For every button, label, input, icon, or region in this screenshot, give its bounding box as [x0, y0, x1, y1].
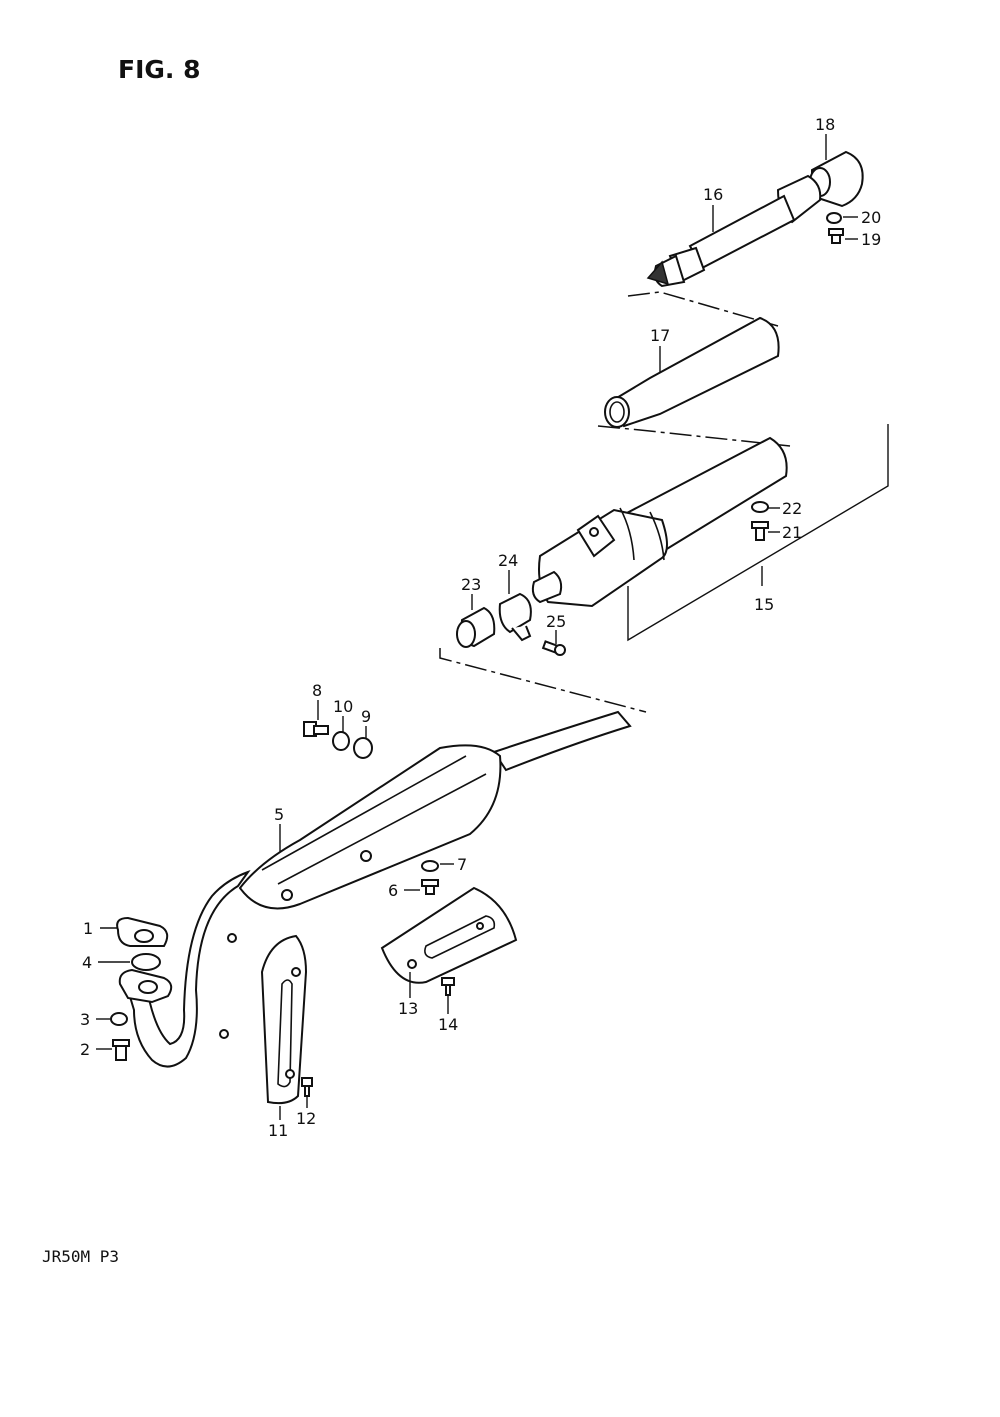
callout-13: 13 [398, 999, 418, 1018]
callout-2: 2 [80, 1040, 90, 1059]
part-13-heat-shield [380, 886, 518, 984]
part-20-washer [826, 212, 842, 224]
part-15-silencer [531, 436, 788, 608]
callout-1: 1 [83, 919, 93, 938]
callout-5: 5 [274, 805, 284, 824]
part-8-bolt [303, 721, 329, 737]
part-6-bolt [421, 879, 439, 895]
part-16-baffle-pipe [646, 174, 822, 288]
callout-24: 24 [498, 551, 518, 570]
callout-11: 11 [268, 1121, 288, 1140]
callout-25: 25 [546, 612, 566, 631]
model-code: JR50M P3 [42, 1247, 119, 1266]
figure-title: FIG. 8 [118, 55, 201, 84]
part-12-screw [301, 1077, 313, 1097]
callout-14: 14 [438, 1015, 458, 1034]
part-22-washer [751, 501, 769, 513]
part-19-screw [828, 228, 844, 244]
part-18-end-cap [809, 150, 864, 208]
part-11-pipe-protector [260, 934, 308, 1105]
callout-17: 17 [650, 326, 670, 345]
bracket-15 [627, 424, 889, 642]
callout-6: 6 [388, 881, 398, 900]
part-14-screw [441, 977, 455, 996]
part-10-lockwasher [332, 731, 350, 751]
part-2-stud [112, 1039, 130, 1061]
callout-23: 23 [461, 575, 481, 594]
part-9-washer [353, 737, 373, 759]
callout-8: 8 [312, 681, 322, 700]
part-5-exhaust-pipe [118, 710, 632, 1068]
callout-9: 9 [361, 707, 371, 726]
part-23-joint-sleeve [456, 606, 496, 648]
part-4-ring [131, 953, 161, 971]
part-24-clamp [498, 592, 532, 642]
callout-7: 7 [457, 855, 467, 874]
assembly-line-16-17 [627, 291, 779, 327]
callout-18: 18 [815, 115, 835, 134]
assembly-line-23-5 [439, 648, 647, 713]
callout-21: 21 [782, 523, 802, 542]
callout-20: 20 [861, 208, 881, 227]
part-3-nut [110, 1012, 128, 1026]
callout-16: 16 [703, 185, 723, 204]
callout-19: 19 [861, 230, 881, 249]
part-25-bolt [541, 640, 566, 656]
leader-lines [96, 134, 858, 1120]
part-7-washer [421, 860, 439, 872]
callout-4: 4 [82, 953, 92, 972]
callout-10: 10 [333, 697, 353, 716]
callout-12: 12 [296, 1109, 316, 1128]
part-21-screw [751, 521, 769, 541]
assembly-line-17-15 [597, 425, 791, 447]
part-17-muffler-sleeve [604, 316, 780, 428]
callout-15: 15 [754, 595, 774, 614]
part-1-gasket [116, 916, 169, 947]
callout-3: 3 [80, 1010, 90, 1029]
callout-22: 22 [782, 499, 802, 518]
